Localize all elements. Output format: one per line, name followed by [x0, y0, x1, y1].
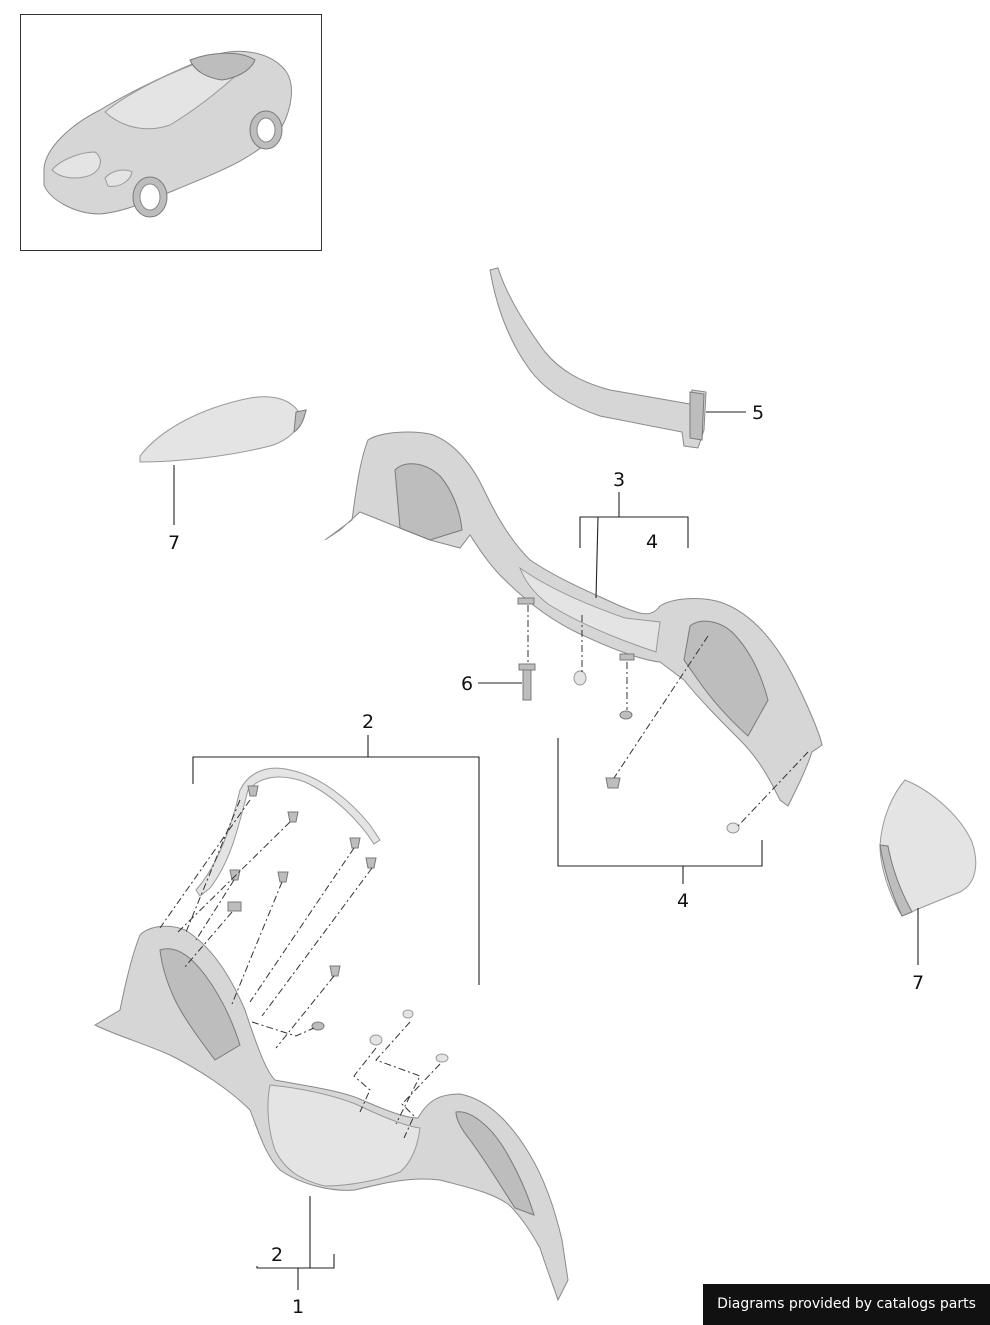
callout-labels: 5 7 3 4 6 2 4 7 2 1 [168, 402, 924, 1318]
part-1-windbreak-panel [93, 925, 569, 1302]
part-2-seal-strip [195, 767, 381, 897]
assembly-guide-lines [159, 605, 809, 1139]
callout-4-upper: 4 [646, 531, 658, 553]
part-7-left-cover [139, 396, 307, 463]
part-3-main-trim [324, 431, 823, 807]
callout-4-lower: 4 [677, 890, 689, 912]
car-thumbnail-illustration [43, 50, 292, 218]
part-7-right-cover [879, 779, 977, 917]
callout-7-right: 7 [912, 972, 924, 994]
callout-2-top: 2 [362, 711, 374, 733]
callout-3: 3 [613, 469, 625, 491]
callout-6: 6 [461, 673, 473, 695]
credit-banner: Diagrams provided by catalogs parts [703, 1284, 990, 1325]
fastener-hardware [227, 597, 740, 1063]
callout-1: 1 [292, 1296, 304, 1318]
callout-leaders [173, 411, 919, 1290]
callout-5: 5 [752, 402, 764, 424]
callout-2-bottom: 2 [271, 1244, 283, 1266]
callout-7-left: 7 [168, 532, 180, 554]
part-5-support-rail [489, 267, 707, 449]
